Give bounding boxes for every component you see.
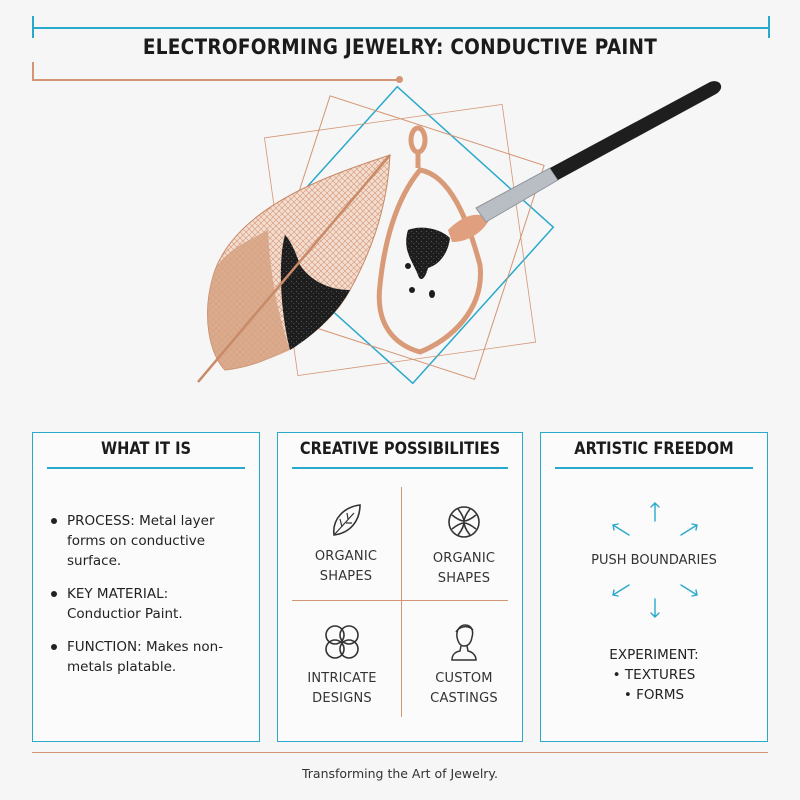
hero-illustration: [197, 81, 722, 385]
page-title: ELECTROFORMING JEWELRY: CONDUCTIVE PAINT: [142, 35, 658, 59]
panel-title-artistic: ARTISTIC FREEDOM: [574, 439, 734, 459]
what-it-is-list: PROCESS: Metal layer forms on conductive…: [49, 511, 245, 690]
radiating-arrows-icon: [612, 502, 698, 618]
cell-line2: SHAPES: [319, 569, 373, 584]
experiment-item: • TEXTURES: [612, 667, 696, 683]
list-item: KEY MATERIAL: Conductior Paint.: [49, 584, 245, 624]
cell-organic-shapes-knot: ORGANIC SHAPES: [414, 501, 514, 589]
cell-organic-shapes-leaf: ORGANIC SHAPES: [296, 501, 396, 587]
panel-title-what-it-is: WHAT IT IS: [100, 439, 192, 459]
top-frame-tick-right: [768, 16, 770, 38]
grid-divider-vertical: [401, 487, 402, 717]
bullet-label: FUNCTION:: [67, 639, 142, 655]
panel-creative-possibilities: CREATIVE POSSIBILITIES ORGANIC SHAPES OR…: [277, 432, 523, 742]
panel-rule: [47, 467, 245, 469]
skeleton-leaf: [197, 154, 391, 383]
push-boundaries-label: PUSH BOUNDARIES: [591, 553, 717, 568]
cell-custom-castings: CUSTOM CASTINGS: [414, 621, 514, 709]
list-item: PROCESS: Metal layer forms on conductive…: [49, 511, 245, 571]
panel-artistic-freedom: ARTISTIC FREEDOM PUSH BOUNDARIES EXPERIM…: [540, 432, 768, 742]
tagline: Transforming the Art of Jewelry.: [301, 766, 499, 781]
panel-what-it-is: WHAT IT IS PROCESS: Metal layer forms on…: [32, 432, 260, 742]
cell-line1: CUSTOM: [435, 671, 493, 686]
leaf-icon: [333, 504, 361, 536]
cell-intricate-designs: INTRICATE DESIGNS: [292, 621, 392, 709]
panel-rule: [292, 467, 508, 469]
grid-divider-horizontal: [292, 600, 508, 601]
bullet-text: Makes non-metals platable.: [67, 639, 224, 675]
bullet-text: Metal layer forms on conductive surface.: [67, 513, 215, 569]
title-accent-line-vertical: [32, 62, 34, 80]
cell-line1: ORGANIC: [432, 551, 496, 566]
cell-line1: ORGANIC: [314, 549, 378, 564]
cell-line1: INTRICATE: [307, 671, 377, 686]
cell-line2: SHAPES: [437, 571, 491, 586]
bullet-label: KEY MATERIAL:: [67, 586, 169, 602]
experiment-item: • FORMS: [623, 687, 685, 703]
top-frame-tick-left: [32, 16, 34, 38]
panel-title-creative: CREATIVE POSSIBILITIES: [299, 439, 501, 459]
experiment-label: EXPERIMENT:: [609, 647, 699, 663]
bullet-text: Conductior Paint.: [67, 606, 183, 622]
bullet-label: PROCESS:: [67, 513, 135, 529]
knot-icon: [448, 506, 480, 538]
list-item: FUNCTION: Makes non-metals platable.: [49, 637, 245, 677]
footer-rule: [32, 752, 768, 753]
bust-icon: [451, 624, 477, 661]
cell-line2: DESIGNS: [312, 691, 372, 706]
celtic-knot-icon: [325, 625, 359, 659]
title-accent-dot: [396, 76, 403, 83]
top-frame-line: [32, 27, 770, 29]
cell-line2: CASTINGS: [430, 691, 498, 706]
experiment-block: EXPERIMENT: • TEXTURES • FORMS: [541, 645, 767, 705]
panel-rule: [555, 467, 753, 469]
paintbrush: [448, 81, 722, 242]
title-accent-line: [32, 79, 400, 81]
pendant: [376, 125, 483, 355]
